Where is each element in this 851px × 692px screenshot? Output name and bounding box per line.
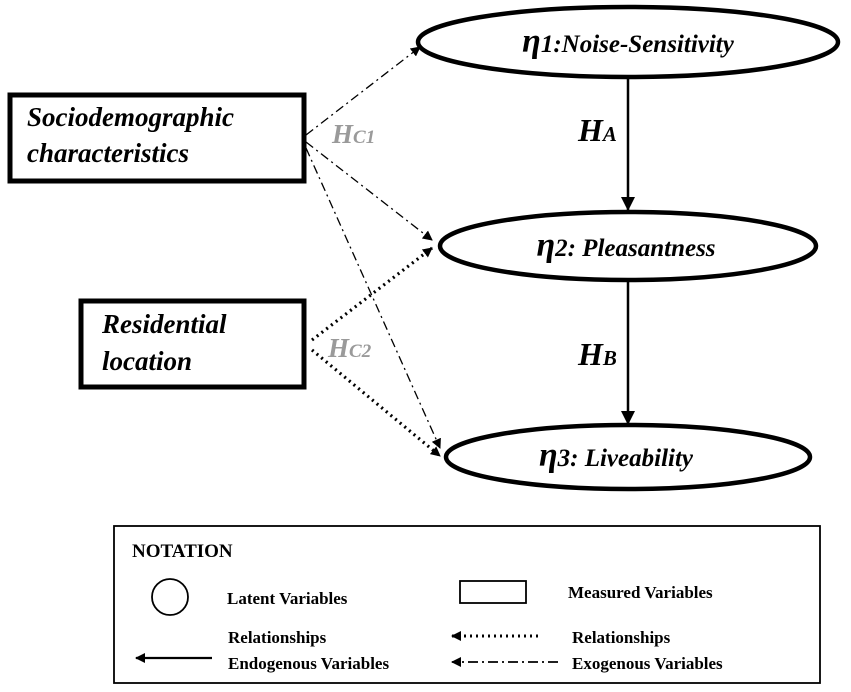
svg-text:η2: Pleasantness: η2: Pleasantness [536,227,715,264]
hypothesis-hb: HB [577,336,617,372]
exo-arrow-socio-eta1 [305,46,421,136]
measured-symbol [459,580,527,604]
eta2-label: 2: Pleasantness [554,235,715,262]
eta1-symbol: η [522,23,541,60]
endogenous-line2: Endogenous Variables [228,654,389,673]
hypothesis-ha: HA [577,112,617,148]
notation-title: NOTATION [132,541,233,562]
socio-line1: Sociodemographic [27,102,234,132]
residential-line2: location [102,346,192,376]
dotted-arrow-residential-eta2 [311,246,433,342]
svg-text:η3: Liveability: η3: Liveability [539,437,694,474]
latent-eta2: η2: Pleasantness [437,209,819,283]
exo-arrow-socio-eta2 [305,141,433,241]
latent-symbol [151,578,189,616]
dotted-arrow-residential-eta3 [310,348,442,458]
eta2-symbol: η [536,227,555,264]
hypothesis-hc2: HC2 [327,333,372,363]
socio-line2: characteristics [27,138,189,168]
notation-legend: NOTATION Latent Variables Measured Varia… [113,525,821,684]
hypothesis-hc1: HC1 [331,119,375,149]
exogenous-line2: Exogenous Variables [572,654,723,673]
exo-arrow-socio-eta3 [305,147,441,449]
endogenous-line1: Relationships [228,628,327,647]
latent-variables-label: Latent Variables [227,589,348,608]
measured-residential: Residential location [78,298,307,390]
measured-socio: Sociodemographic characteristics [7,92,307,184]
svg-text:η1:Noise-Sensitivity: η1:Noise-Sensitivity [522,23,735,60]
latent-eta1: η1:Noise-Sensitivity [415,4,841,80]
eta3-symbol: η [539,437,558,474]
eta3-label: 3: Liveability [557,445,694,472]
eta1-label: 1:Noise-Sensitivity [541,31,735,58]
exogenous-line1: Relationships [572,628,671,647]
latent-eta3: η3: Liveability [443,422,813,492]
residential-line1: Residential [101,309,227,339]
measured-variables-label: Measured Variables [568,583,713,602]
